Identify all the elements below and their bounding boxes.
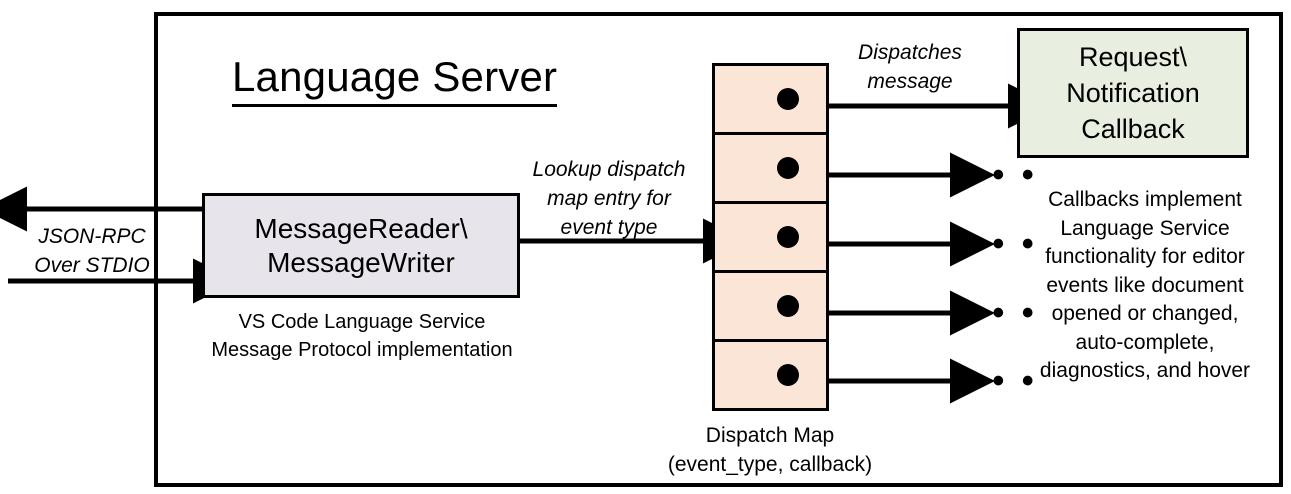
dispatch-map-caption: Dispatch Map (event_type, callback) [630,421,910,479]
transport-label-line2: Over STDIO [34,254,150,277]
lookup-label-line1: Lookup dispatch [532,158,686,181]
message-box-title-line1: MessageReader\ [254,212,468,244]
dispatch-map-row[interactable] [715,66,826,135]
callback-caption-line7: diagnostics, and hover [1039,359,1251,382]
dispatch-entry-dot-icon [777,364,799,386]
callback-caption-line4: events like document [1046,273,1244,297]
message-box-title-line2: MessageWriter [267,246,455,278]
transport-label: JSON-RPC Over STDIO [22,222,162,280]
dispatch-entry-dot-icon [777,295,799,317]
language-server-frame [154,12,1283,487]
dispatches-label-line1: Dispatches [858,41,962,64]
dispatch-map-row[interactable] [715,342,826,408]
dispatch-map-row[interactable] [715,273,826,342]
dispatch-entry-dot-icon [777,226,799,248]
callback-box-line1: Request\ [1078,42,1188,72]
callback-box-line3: Callback [1081,114,1185,144]
message-reader-writer-box[interactable]: MessageReader\ MessageWriter [202,193,520,298]
dispatch-map-row[interactable] [715,135,826,204]
dispatch-map-row[interactable] [715,204,826,273]
callback-caption-line2: Language Service [1060,216,1230,240]
page-title: Language Server [232,52,558,107]
lookup-dispatch-label: Lookup dispatch map entry for event type [514,155,704,242]
transport-label-line1: JSON-RPC [38,225,146,248]
callback-caption-line1: Callbacks implement [1048,188,1242,211]
callback-caption-line3: functionality for editor [1045,245,1245,268]
message-box-caption: VS Code Language Service Message Protoco… [186,308,538,364]
dispatch-map-table[interactable] [712,63,829,411]
callback-box-line2: Notification [1066,78,1200,108]
dispatch-entry-dot-icon [777,157,799,179]
callback-description: Callbacks implement Language Service fun… [1009,186,1281,386]
request-notification-callback-box[interactable]: Request\ Notification Callback [1017,28,1249,158]
lookup-label-line2: map entry for [547,187,671,210]
dispatch-map-caption-line1: Dispatch Map [705,424,835,447]
message-box-caption-line1: VS Code Language Service [238,311,486,333]
callback-caption-line5: opened or changed, [1051,302,1239,325]
message-box-caption-line2: Message Protocol implementation [211,339,513,361]
dispatch-map-caption-line2: (event_type, callback) [667,453,873,476]
dispatches-message-label: Dispatches message [825,38,995,96]
lookup-label-line3: event type [560,216,658,239]
callback-caption-line6: auto-complete, [1075,330,1215,354]
dispatch-row-ellipsis: • • • [963,156,1038,194]
dispatch-entry-dot-icon [777,88,799,110]
dispatches-label-line2: message [867,70,953,93]
